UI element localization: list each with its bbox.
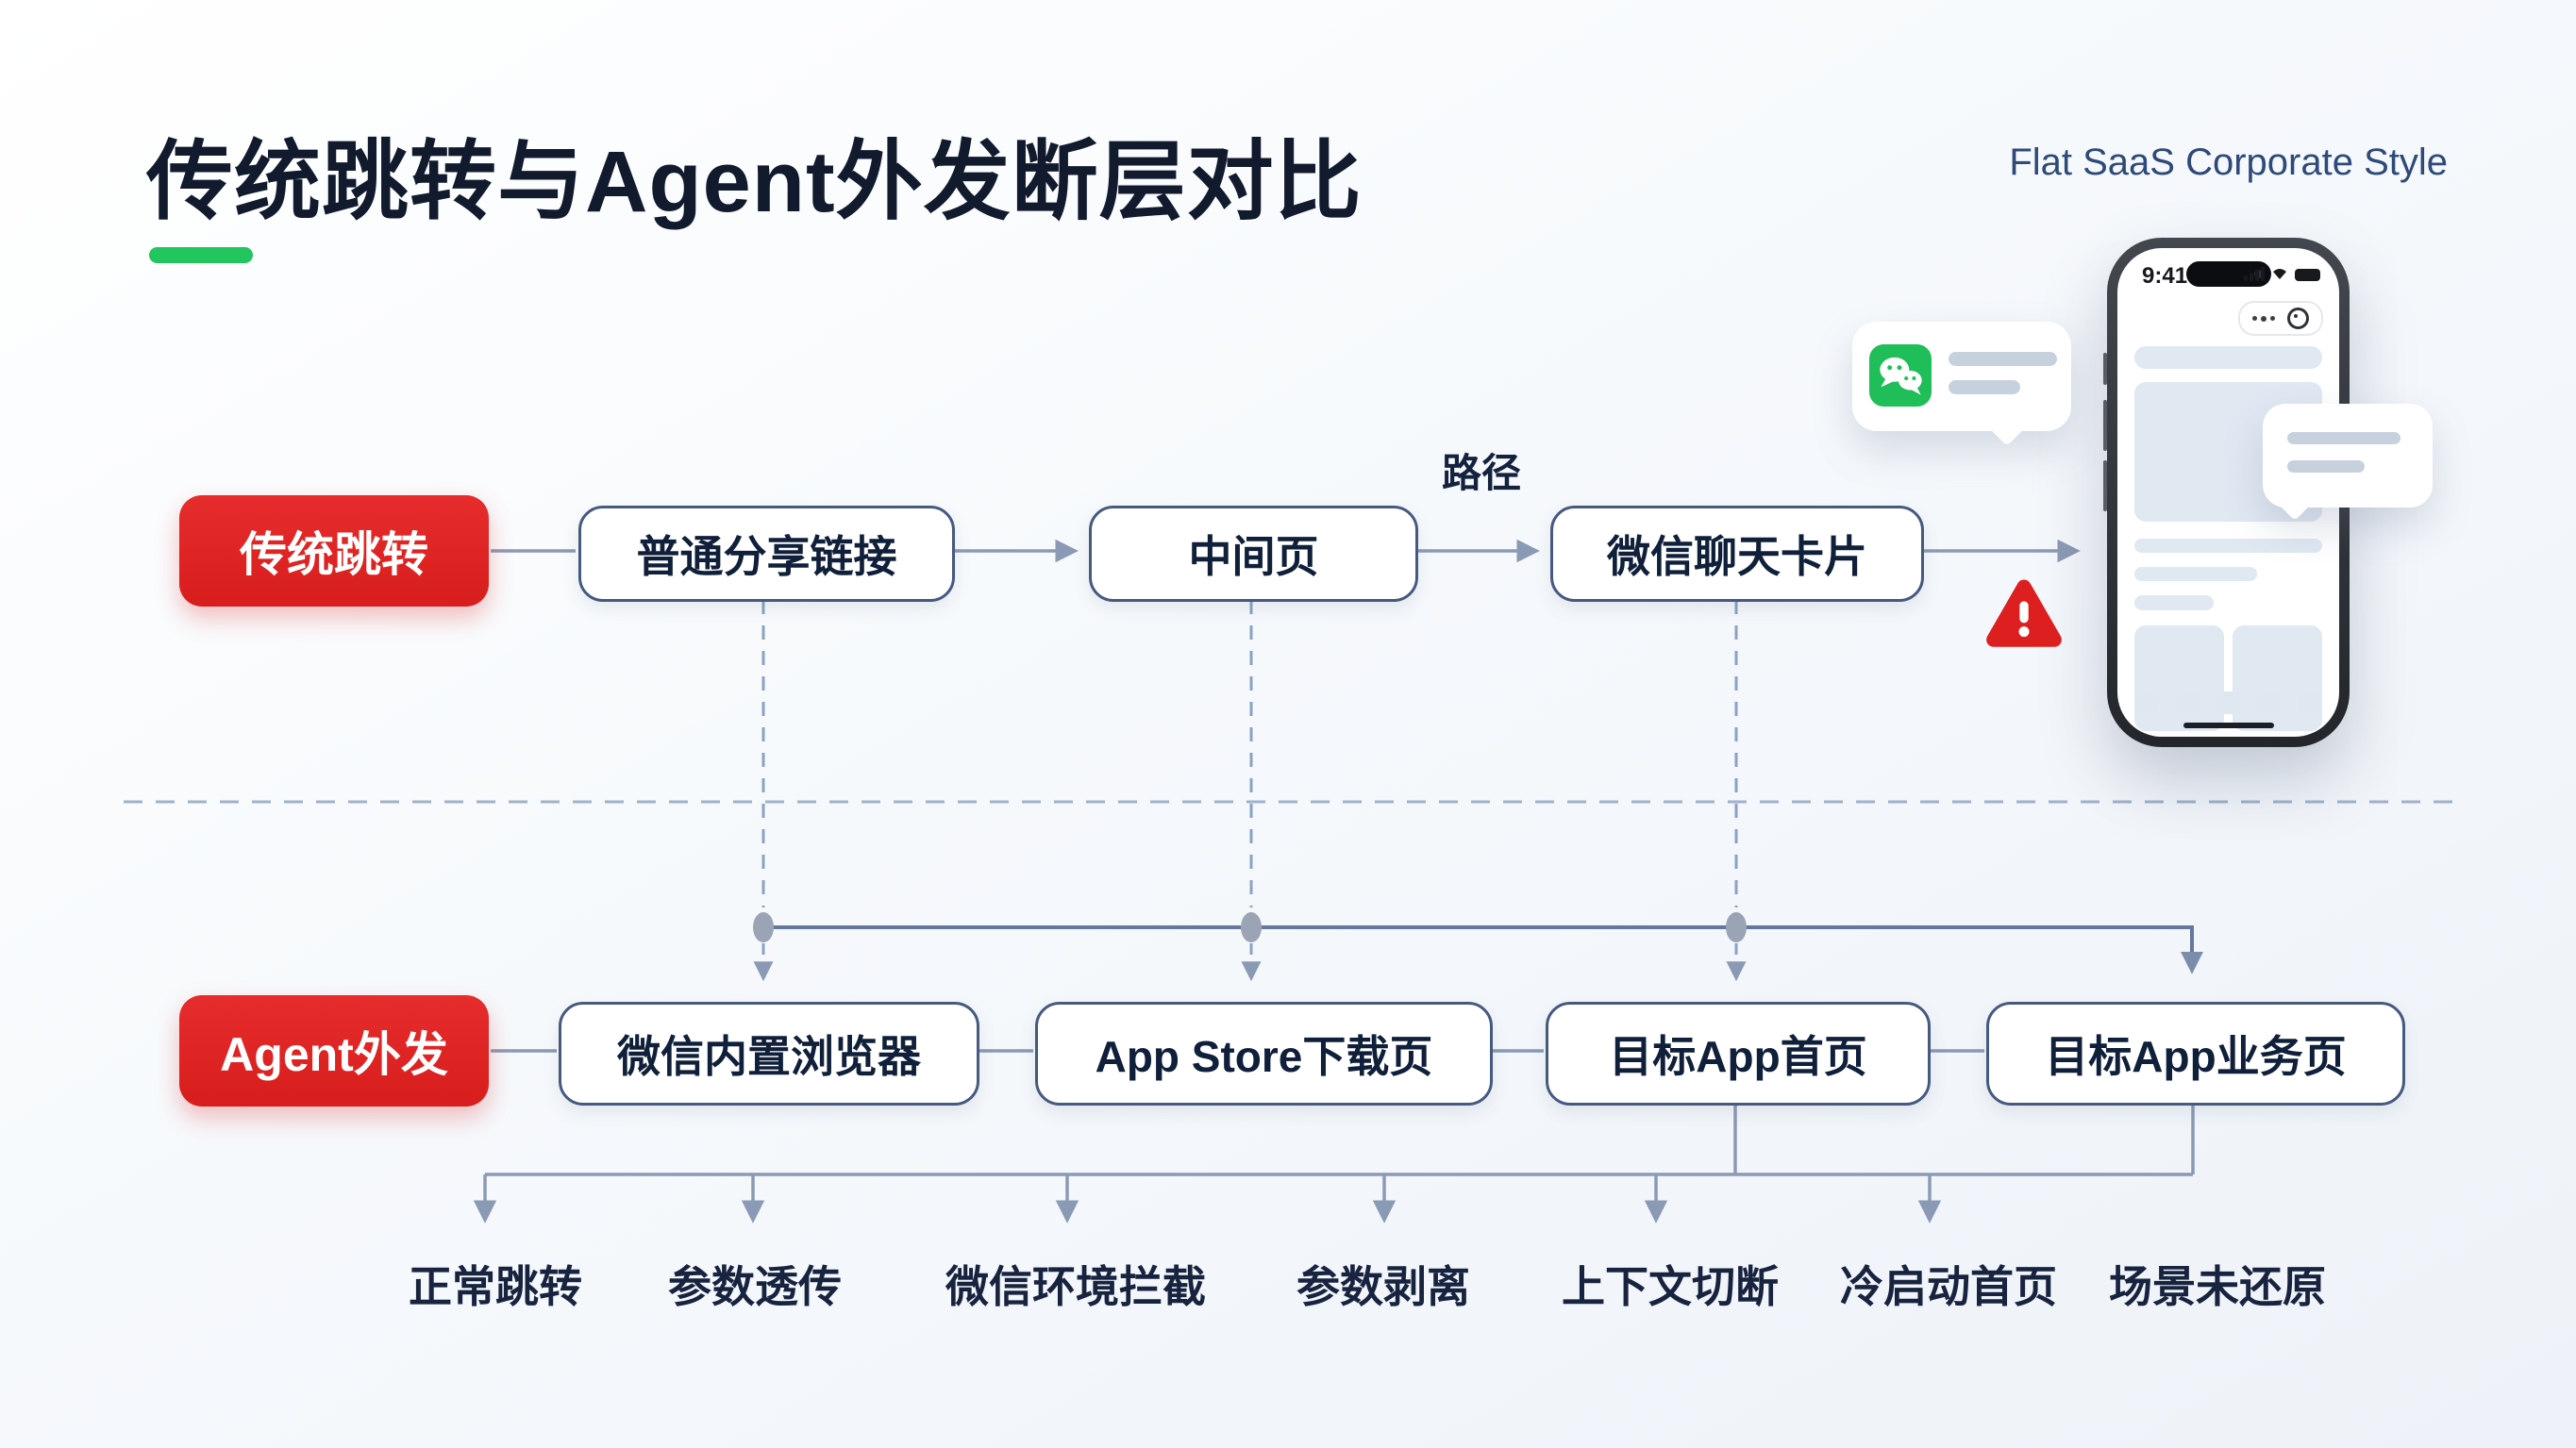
- wechat-icon: [1869, 344, 1932, 407]
- miniprogram-capsule: [2238, 301, 2323, 336]
- capsule-target-icon: [2287, 308, 2309, 329]
- battery-icon: [2295, 269, 2320, 281]
- node-target-app-home: 目标App首页: [1546, 1002, 1931, 1106]
- node-target-app-business-page: 目标App业务页: [1986, 1002, 2405, 1106]
- outcome-scene-not-restored: 场景未还原: [2109, 1262, 2326, 1311]
- skeleton-line-2: [2134, 567, 2257, 581]
- tab-bar: [2136, 691, 2320, 714]
- status-icons: [2244, 266, 2320, 281]
- outcome-param-stripped: 参数剥离: [1296, 1262, 1470, 1311]
- tab-icon-5: [2298, 691, 2320, 714]
- phone-mute-switch: [2103, 353, 2107, 385]
- wechat-notification-bubble: [1852, 322, 2071, 446]
- badge-agent: Agent外发: [179, 995, 489, 1107]
- junction-dot-3: [1726, 912, 1747, 942]
- tab-icon-3: [2216, 691, 2240, 714]
- node-intermediate-page: 中间页: [1089, 506, 1418, 602]
- tab-icon-1: [2136, 691, 2159, 714]
- node-wechat-builtin-browser: 微信内置浏览器: [559, 1002, 979, 1106]
- more-dots-icon: [2252, 315, 2275, 322]
- title-accent-bar: [149, 247, 253, 263]
- skeleton-tile-2: [2233, 625, 2322, 731]
- page-title: 传统跳转与Agent外发断层对比: [146, 134, 1363, 230]
- wifi-icon: [2273, 269, 2286, 279]
- skeleton-tile-1: [2134, 625, 2224, 731]
- signal-icon: [2244, 267, 2265, 281]
- skeleton-line-1: [2134, 539, 2322, 553]
- phone-volume-up-button: [2103, 400, 2107, 451]
- outcome-context-cut: 上下文切断: [1562, 1262, 1779, 1311]
- path-label: 路径: [1441, 451, 1522, 495]
- outcome-cold-start-home: 冷启动首页: [1840, 1262, 2057, 1311]
- junction-dot-2: [1241, 912, 1262, 942]
- badge-traditional: 传统跳转: [179, 495, 489, 607]
- bubble-text-line-1: [2287, 432, 2400, 444]
- node-wechat-chat-card: 微信聊天卡片: [1550, 506, 1924, 602]
- node-ordinary-share-link: 普通分享链接: [578, 506, 955, 602]
- home-indicator: [2183, 723, 2274, 728]
- tab-icon-4: [2257, 691, 2281, 714]
- junction-dot-1: [753, 912, 774, 942]
- status-time: 9:41: [2142, 263, 2188, 289]
- skeleton-chip: [2134, 595, 2214, 610]
- skeleton-bar: [2134, 346, 2322, 369]
- bubble-text-line-1: [1949, 352, 2057, 366]
- status-bar: 9:41: [2117, 261, 2339, 290]
- phone-volume-down-button: [2103, 460, 2107, 511]
- bubble-tail: [1988, 408, 2026, 446]
- tab-icon-2: [2176, 691, 2200, 714]
- spine-row1-row2: [763, 925, 2203, 974]
- outcome-normal-jump: 正常跳转: [409, 1262, 582, 1311]
- warning-icon: [1986, 579, 2062, 647]
- style-label: Flat SaaS Corporate Style: [2009, 141, 2448, 183]
- node-appstore-download-page: App Store下载页: [1035, 1002, 1493, 1106]
- bubble-text-line-2: [1949, 380, 2020, 394]
- outcome-wechat-intercept: 微信环境拦截: [945, 1262, 1206, 1311]
- bubble-text-line-2: [2287, 460, 2365, 473]
- outcome-param-passthrough: 参数透传: [668, 1262, 842, 1311]
- chat-bubble-right: [2263, 404, 2433, 521]
